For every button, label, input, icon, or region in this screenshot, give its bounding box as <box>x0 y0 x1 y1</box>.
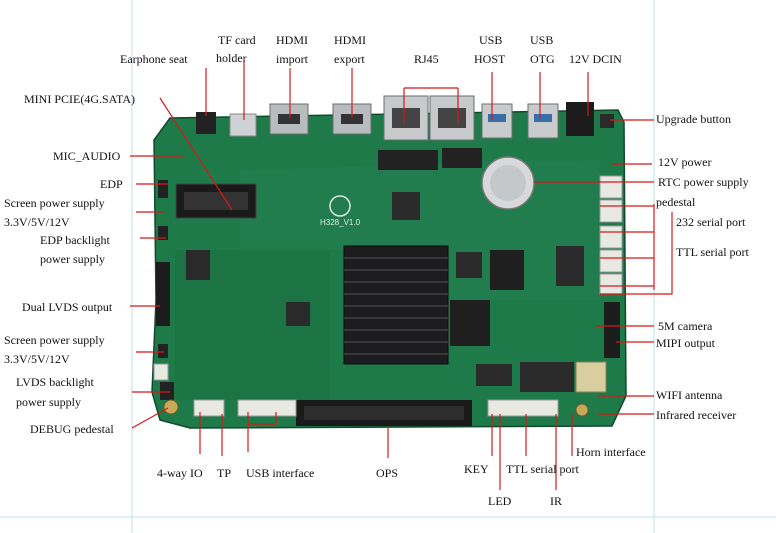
label-screen-power-a-line1: Screen power supply <box>4 196 105 210</box>
label-debug-pedestal: DEBUG pedestal <box>30 422 114 436</box>
label-edp-backlight-line2: power supply <box>40 252 105 266</box>
mipi-header <box>604 302 620 358</box>
board-logo-icon <box>329 195 351 217</box>
label-5m-camera: 5M camera <box>658 319 713 333</box>
label-tf-card-holder-line2: holder <box>216 51 247 65</box>
label-upgrade-button: Upgrade button <box>656 112 731 126</box>
label-tf-card-holder-line1: TF card <box>218 33 256 47</box>
label-ir: IR <box>550 494 562 508</box>
label-lvds-backlight-line1: LVDS backlight <box>16 375 94 389</box>
label-ttl-serial-right: TTL serial port <box>676 245 749 259</box>
label-tp: TP <box>217 466 232 480</box>
mount-hole <box>163 399 179 415</box>
label-key: KEY <box>464 462 489 476</box>
label-rj45: RJ45 <box>414 52 439 66</box>
label-usb-host-line1: USB <box>479 33 503 47</box>
label-earphone-seat: Earphone seat <box>120 52 188 66</box>
label-usb-interface: USB interface <box>246 466 315 480</box>
earphone-jack <box>196 112 216 134</box>
label-dual-lvds: Dual LVDS output <box>22 300 113 314</box>
label-12v-power: 12V power <box>658 155 712 169</box>
tf-card-slot <box>229 113 257 137</box>
label-mini-pcie: MINI PCIE(4G.SATA) <box>24 92 136 106</box>
label-4way-io: 4-way IO <box>157 466 203 480</box>
leader-lines <box>130 62 673 490</box>
label-usb-host-line2: HOST <box>474 52 506 66</box>
label-wifi-antenna: WIFI antenna <box>656 388 723 402</box>
label-edp-backlight-line1: EDP backlight <box>40 233 110 247</box>
label-hdmi-import-line1: HDMI <box>276 33 308 47</box>
label-rtc-power: RTC power supply <box>658 175 749 189</box>
label-screen-power-b-line1: Screen power supply <box>4 333 105 347</box>
label-hdmi-export-line1: HDMI <box>334 33 366 47</box>
upgrade-button-part <box>600 114 614 128</box>
label-usb-otg-line1: USB <box>530 33 554 47</box>
label-usb-otg-line2: OTG <box>530 52 555 66</box>
label-infrared-receiver: Infrared receiver <box>656 408 737 422</box>
label-hdmi-import-line2: import <box>276 52 308 66</box>
label-hdmi-export-line2: export <box>334 52 365 66</box>
label-mipi-output: MIPI output <box>656 336 716 350</box>
lvds-header <box>156 262 170 326</box>
dc-jack <box>566 102 594 136</box>
label-horn-interface: Horn interface <box>576 445 646 459</box>
wifi-module <box>575 361 607 393</box>
label-ops: OPS <box>376 466 399 480</box>
label-led: LED <box>488 494 512 508</box>
label-lvds-backlight-line2: power supply <box>16 395 81 409</box>
label-screen-power-b-line2: 3.3V/5V/12V <box>4 352 70 366</box>
board-silkscreen: H328_V1.0 <box>320 218 361 227</box>
label-dcin: 12V DCIN <box>569 52 622 66</box>
label-pedestal: pedestal <box>656 195 696 209</box>
label-232-serial: 232 serial port <box>676 215 746 229</box>
label-mic-audio: MIC_AUDIO <box>53 149 121 163</box>
label-edp: EDP <box>100 177 123 191</box>
label-ttl-serial-bottom: TTL serial port <box>506 462 579 476</box>
label-screen-power-a-line2: 3.3V/5V/12V <box>4 215 70 229</box>
rj45-port-2 <box>429 95 475 141</box>
